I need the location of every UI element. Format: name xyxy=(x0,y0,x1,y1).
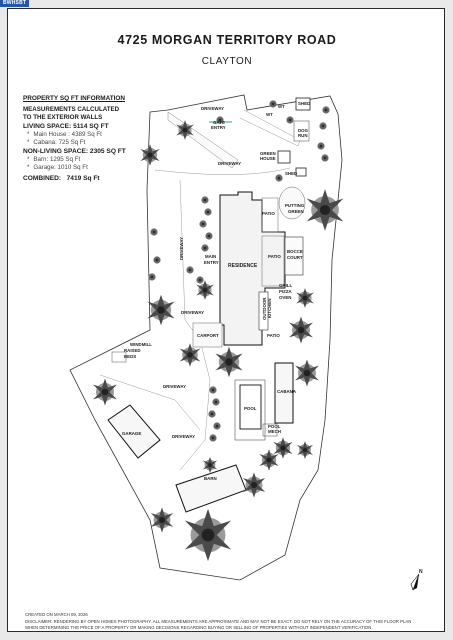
sqft-info-heading: PROPERTY SQ FT INFORMATION xyxy=(23,95,126,102)
label-court: COURT xyxy=(287,255,303,260)
shed-top xyxy=(295,97,311,111)
shed-bottom xyxy=(295,167,307,177)
label-raised: RAISED xyxy=(124,348,141,353)
label-cabana: CABANA xyxy=(277,389,297,394)
label-windmill: WINDMILL xyxy=(130,342,152,347)
label-bocce: BOCCE xyxy=(287,249,303,254)
sqft-info-panel: PROPERTY SQ FT INFORMATION MEASUREMENTS … xyxy=(23,95,153,183)
label-patio-east: PATIO xyxy=(268,254,281,259)
cabana-building xyxy=(274,362,294,424)
pool-mech xyxy=(262,423,278,437)
label-residence: RESIDENCE xyxy=(228,263,258,269)
label-wt-1: WT xyxy=(278,104,285,109)
disclaimer-line-2: WHEN DETERMINING THE PRICE OF A PROPERTY… xyxy=(25,625,373,630)
label-patio-south: PATIO xyxy=(267,333,280,338)
label-carport: CARPORT xyxy=(197,333,219,338)
label-main-entry: ENTRY xyxy=(204,260,219,265)
combined-total: COMBINED: 7419 Sq Ft xyxy=(23,175,100,182)
bullet-icon: * xyxy=(27,139,30,146)
carport xyxy=(192,322,223,348)
label-grill: GRILL xyxy=(279,283,292,288)
label-driveway-north: DRIVEWAY xyxy=(201,106,224,111)
outdoor-kitchen xyxy=(258,291,269,331)
label-patio-north: PATIO xyxy=(262,211,275,216)
label-wt-2: WT xyxy=(266,112,273,117)
label-pool-mech-2: MECH xyxy=(268,429,281,434)
label-driveway-mid: DRIVEWAY xyxy=(218,161,241,166)
label-run: RUN xyxy=(298,133,308,138)
label-gate: GATE xyxy=(213,120,225,125)
label-entry: ENTRY xyxy=(211,125,226,130)
bullet-icon: * xyxy=(27,164,30,171)
label-pool: POOL xyxy=(244,406,257,411)
page-subtitle: CLAYTON xyxy=(201,56,253,67)
north-arrow-icon: N xyxy=(410,569,423,591)
putting-green xyxy=(278,186,306,220)
label-garage: GARAGE xyxy=(122,431,141,436)
label-beds: BEDS xyxy=(124,354,136,359)
measure-note-1: MEASUREMENTS CALCULATED xyxy=(23,106,120,113)
label-dog: DOG xyxy=(298,128,309,133)
label-barn: BARN xyxy=(204,476,217,481)
brand-logo: BWHSBT xyxy=(0,0,30,7)
raised-beds xyxy=(111,351,127,363)
bullet-icon: * xyxy=(27,131,30,138)
label-driveway-south: DRIVEWAY xyxy=(163,384,186,389)
label-putting: PUTTING xyxy=(285,203,305,208)
label-pizza: PIZZA xyxy=(279,289,293,294)
label-outdoor: OUTDOOR xyxy=(262,297,267,320)
bocce-court xyxy=(284,236,304,276)
barn-building xyxy=(175,464,247,513)
label-driveway-garage: DRIVEWAY xyxy=(172,434,195,439)
page-title: 4725 MORGAN TERRITORY ROAD xyxy=(117,33,337,47)
patio-area xyxy=(261,235,285,287)
label-oven: OVEN xyxy=(279,295,291,300)
label-green: GREEN xyxy=(260,151,276,156)
residence-building xyxy=(219,191,286,346)
living-space-total: LIVING SPACE: 5114 SQ FT xyxy=(23,123,109,130)
footer: CREATED ON MARCH 09, 2026 DISCLAIMER: RE… xyxy=(25,612,435,632)
label-putting-green: GREEN xyxy=(288,209,304,214)
label-house: HOUSE xyxy=(260,156,276,161)
nonliving-item-barn: *Barn: 1295 Sq Ft xyxy=(27,156,81,163)
created-date: CREATED ON MARCH 09, 2026 xyxy=(25,612,88,617)
label-pool-mech-1: POOL xyxy=(268,424,281,429)
label-shed-top: SHED xyxy=(298,101,310,106)
label-kitchen: KITCHEN xyxy=(267,298,272,318)
label-driveway-carport: DRIVEWAY xyxy=(181,310,204,315)
living-item-main-house: *Main House : 4389 Sq Ft xyxy=(27,131,102,138)
disclaimer-line-1: DISCLAIMER: RENDERING BY OPEN HOMES PHOT… xyxy=(25,618,412,624)
garage-building xyxy=(107,404,161,459)
living-item-cabana: *Cabana: 725 Sq Ft xyxy=(27,139,86,146)
dog-run xyxy=(293,120,310,142)
bullet-icon: * xyxy=(27,156,30,163)
measure-note-2: TO THE EXTERIOR WALLS xyxy=(23,114,103,121)
green-house xyxy=(277,150,291,164)
pool xyxy=(239,384,262,430)
label-shed-bottom: SHED xyxy=(285,171,297,176)
nonliving-space-total: NON-LIVING SPACE: 2305 SQ FT xyxy=(23,148,126,155)
nonliving-item-garage: *Garage: 1010 Sq Ft xyxy=(27,164,88,171)
label-main: MAIN xyxy=(205,254,216,259)
north-label: N xyxy=(419,569,423,575)
label-driveway-west: DRIVEWAY xyxy=(179,237,184,260)
driveway-path xyxy=(167,111,239,169)
